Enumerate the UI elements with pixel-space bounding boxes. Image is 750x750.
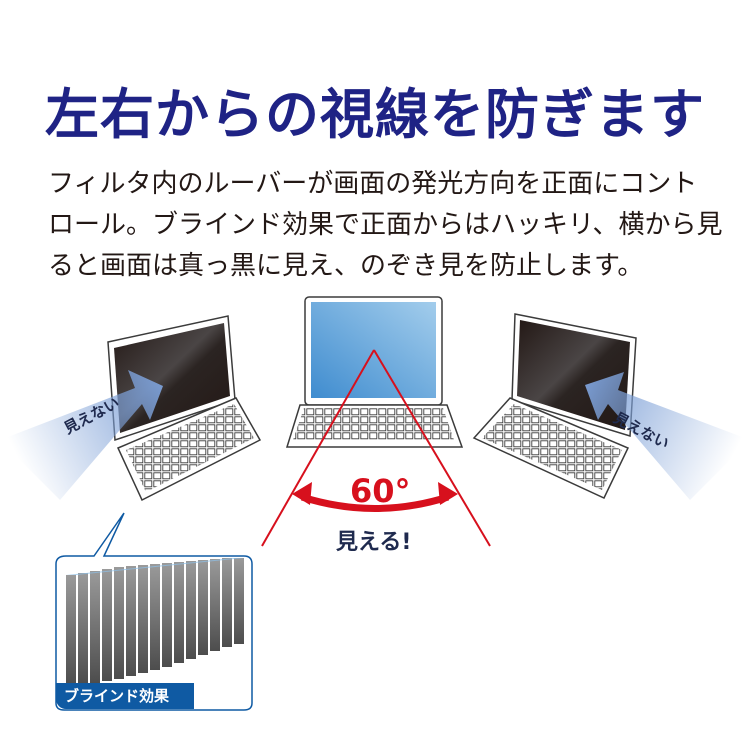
description-line: ロール。ブラインド効果で正面からはハッキリ、横から見 xyxy=(48,210,723,240)
blind-effect-label: ブラインド効果 xyxy=(56,683,194,709)
visible-label: 見える! xyxy=(336,530,412,555)
louver-slats xyxy=(66,558,244,685)
center-laptop xyxy=(285,296,464,448)
left-laptop xyxy=(107,315,262,502)
description-line: ると画面は真っ黒に見え、のぞき見を防止します。 xyxy=(48,251,644,281)
page-title: 左右からの視線を防ぎます xyxy=(45,83,705,146)
left-blocked-arrow xyxy=(0,370,163,500)
angle-label: 60° xyxy=(350,472,411,510)
right-blocked-arrow xyxy=(585,372,750,500)
description-line: フィルタ内のルーバーが画面の発光方向を正面にコント xyxy=(48,169,698,199)
blind-effect-inset xyxy=(55,512,253,711)
viewing-angle-lines xyxy=(261,349,491,547)
angle-arc-arrow xyxy=(292,482,458,512)
description: フィルタ内のルーバーが画面の発光方向を正面にコント ロール。ブラインド効果で正面… xyxy=(48,164,728,287)
